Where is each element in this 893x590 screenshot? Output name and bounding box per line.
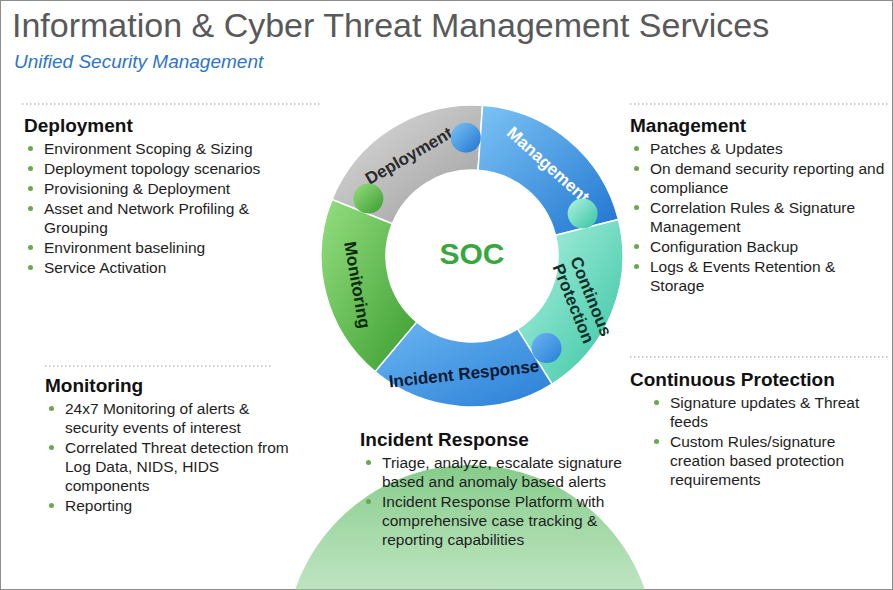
bullet-dot xyxy=(28,186,33,191)
bullet-item: 24x7 Monitoring of alerts & security eve… xyxy=(45,399,295,437)
bullet-item: Environment Scoping & Sizing xyxy=(24,139,316,158)
bullet-item: Custom Rules/signature creation based pr… xyxy=(630,432,885,489)
center-label: SOC xyxy=(439,237,504,271)
dotted-rule xyxy=(22,103,320,104)
bullet-item: Provisioning & Deployment xyxy=(24,179,316,198)
bullet-text: Patches & Updates xyxy=(650,139,888,158)
bullet-text: 24x7 Monitoring of alerts & security eve… xyxy=(65,399,295,437)
bullet-text: Configuration Backup xyxy=(650,237,888,256)
bullet-item: Logs & Events Retention & Storage xyxy=(630,257,888,295)
bullet-dot xyxy=(366,460,371,465)
bullet-item: Service Activation xyxy=(24,258,316,277)
bullet-dot xyxy=(49,445,54,450)
text-section: Continuous ProtectionSignature updates &… xyxy=(630,368,885,489)
bullet-dot xyxy=(28,245,33,250)
bullet-dot xyxy=(654,400,659,405)
puzzle-tab xyxy=(451,123,481,153)
bullet-item: Asset and Network Profiling & Grouping xyxy=(24,199,316,237)
bullet-dot xyxy=(634,166,639,171)
bullet-dot xyxy=(634,205,639,210)
text-section: ManagementPatches & UpdatesOn demand sec… xyxy=(630,114,888,295)
bullet-item: Incident Response Platform with comprehe… xyxy=(360,492,625,549)
bullet-text: Environment baselining xyxy=(44,238,316,257)
bullet-item: Deployment topology scenarios xyxy=(24,159,316,178)
bullet-dot xyxy=(634,264,639,269)
segment-arc xyxy=(478,105,619,235)
section-heading: Deployment xyxy=(24,114,316,138)
subtitle: Unified Security Management xyxy=(14,51,263,73)
bullet-text: On demand security reporting and complia… xyxy=(650,159,888,197)
segment-arc xyxy=(332,105,483,224)
puzzle-tab xyxy=(353,184,383,214)
bullet-text: Reporting xyxy=(65,496,295,515)
bullet-item: Patches & Updates xyxy=(630,139,888,158)
section-heading: Monitoring xyxy=(45,374,295,398)
bullet-item: Configuration Backup xyxy=(630,237,888,256)
bullet-text: Service Activation xyxy=(44,258,316,277)
title: Information & Cyber Threat Management Se… xyxy=(12,6,769,45)
bullet-dot xyxy=(28,166,33,171)
bullet-item: Reporting xyxy=(45,496,295,515)
text-section: Incident ResponseTriage, analyze, escala… xyxy=(360,428,625,549)
bullet-dot xyxy=(28,265,33,270)
bullet-item: Correlated Threat detection from Log Dat… xyxy=(45,438,295,495)
bullet-text: Incident Response Platform with comprehe… xyxy=(382,492,625,549)
section-heading: Incident Response xyxy=(360,428,625,452)
bullet-item: Environment baselining xyxy=(24,238,316,257)
bullet-text: Correlated Threat detection from Log Dat… xyxy=(65,438,295,495)
bullet-item: On demand security reporting and complia… xyxy=(630,159,888,197)
dotted-rule xyxy=(630,103,890,104)
bullet-text: Correlation Rules & Signature Management xyxy=(650,198,888,236)
bullet-text: Environment Scoping & Sizing xyxy=(44,139,316,158)
bullet-dot xyxy=(49,503,54,508)
bullet-dot xyxy=(49,406,54,411)
bullet-dot xyxy=(654,439,659,444)
text-section: Monitoring24x7 Monitoring of alerts & se… xyxy=(45,374,295,515)
bullet-dot xyxy=(634,244,639,249)
bullet-dot xyxy=(366,499,371,504)
bullet-dot xyxy=(28,146,33,151)
bullet-text: Logs & Events Retention & Storage xyxy=(650,257,888,295)
bullet-dot xyxy=(634,146,639,151)
bullet-item: Triage, analyze, escalate signature base… xyxy=(360,453,625,491)
bullet-dot xyxy=(28,206,33,211)
section-heading: Continuous Protection xyxy=(630,368,885,392)
bullet-text: Provisioning & Deployment xyxy=(44,179,316,198)
bullet-text: Custom Rules/signature creation based pr… xyxy=(670,432,885,489)
bullet-item: Correlation Rules & Signature Management xyxy=(630,198,888,236)
bullet-item: Signature updates & Threat feeds xyxy=(630,393,885,431)
segment-arc xyxy=(321,199,417,371)
text-section: DeploymentEnvironment Scoping & SizingDe… xyxy=(24,114,316,277)
puzzle-tab xyxy=(568,199,598,229)
dotted-rule xyxy=(630,356,890,357)
bullet-text: Asset and Network Profiling & Grouping xyxy=(44,199,316,237)
bullet-text: Triage, analyze, escalate signature base… xyxy=(382,453,625,491)
section-heading: Management xyxy=(630,114,888,138)
dotted-rule xyxy=(45,365,272,366)
bullet-text: Deployment topology scenarios xyxy=(44,159,316,178)
bullet-text: Signature updates & Threat feeds xyxy=(670,393,885,431)
